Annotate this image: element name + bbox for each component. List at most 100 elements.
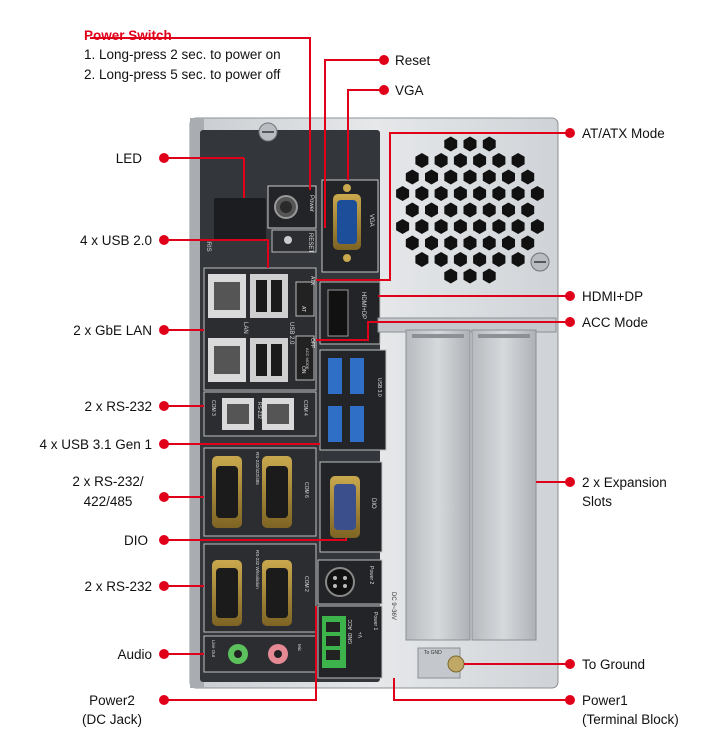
vent-hole xyxy=(434,186,448,201)
callout-dot xyxy=(159,153,169,163)
callout-dot xyxy=(159,492,169,502)
vent-hole xyxy=(463,235,477,251)
lan-usb-block: LAN USB 2.0 ATX AT OFF ON ACC MODE xyxy=(203,267,317,391)
vent-hole xyxy=(444,169,458,185)
vga-connector: VGA xyxy=(321,179,379,273)
vent-hole xyxy=(511,219,525,234)
vent-hole xyxy=(444,136,458,152)
expansion-slots-label-1: 2 x Expansion xyxy=(582,475,667,490)
ground-screw-icon xyxy=(447,655,465,673)
hdmi-dp-block: HDMI+DP xyxy=(319,281,381,345)
callout-dot xyxy=(159,401,169,411)
at-atx-mode-label: AT/ATX Mode xyxy=(582,126,665,141)
vent-hole xyxy=(530,186,544,201)
panel-acc-text: ACC xyxy=(348,619,354,630)
usb3-block: USB 3.0 xyxy=(319,349,387,451)
expansion-slots-label-2: Slots xyxy=(582,494,613,509)
com1-com2-block: RS-232 W/Isolation COM 2 xyxy=(203,543,317,633)
panel-vga-text: VGA xyxy=(368,214,374,227)
callout-dot xyxy=(159,695,169,705)
power-switch-title: Power Switch xyxy=(84,28,172,43)
reset-label: Reset xyxy=(395,53,431,68)
com5-com6-block: RS-232/422/485 COM 6 xyxy=(203,447,317,537)
vent-hole xyxy=(473,153,487,168)
panel-com3-text: COM 3 xyxy=(210,400,216,416)
vent-hole xyxy=(396,186,410,201)
vent-hole xyxy=(521,235,535,251)
panel-rs232-422-485-text: RS-232/422/485 xyxy=(255,452,260,485)
vent-hole xyxy=(453,252,467,267)
vent-hole xyxy=(444,235,458,251)
panel-power1-text: Power 1 xyxy=(372,612,378,631)
vent-hole xyxy=(502,202,515,218)
panel-rs232-text: RS-232 xyxy=(256,402,262,419)
dio-block: DIO xyxy=(319,461,383,553)
rs232-bottom-label: 2 x RS-232 xyxy=(84,579,152,594)
top-screw-icon xyxy=(258,122,278,142)
callout-dot xyxy=(565,695,575,705)
ground-screw: To GND xyxy=(417,647,465,679)
vent-hole xyxy=(425,235,438,251)
panel-lan-text: LAN xyxy=(242,322,248,334)
callout-dot xyxy=(565,128,575,138)
panel-power2-text: Power 2 xyxy=(368,566,374,585)
com3-com4-block: COM 3 RS-232 COM 4 xyxy=(203,391,317,437)
audio-block: Line Out Mic xyxy=(203,635,317,673)
vent-hole xyxy=(492,186,506,201)
vent-hole xyxy=(444,202,458,218)
vent-hole xyxy=(473,252,487,267)
vent-hole xyxy=(463,169,477,185)
usb20-label: 4 x USB 2.0 xyxy=(79,233,152,248)
panel-com4-text: COM 4 xyxy=(302,400,308,416)
vent-hole xyxy=(425,169,438,185)
rs232-top-label: 2 x RS-232 xyxy=(84,399,152,414)
callout-dot xyxy=(379,55,389,65)
vent-hole xyxy=(415,186,429,201)
power-switch-module: Power RESET xyxy=(267,185,317,253)
expansion-slots xyxy=(377,317,557,641)
reset-button-icon xyxy=(284,236,292,244)
callout-dot xyxy=(379,85,389,95)
panel-com6-text: COM 6 xyxy=(303,482,309,498)
callout-dot xyxy=(565,659,575,669)
vent-hole xyxy=(502,235,515,251)
panel-mic-text: Mic xyxy=(297,644,302,652)
panel-atx-text: ATX xyxy=(309,276,315,286)
power2-label-2: (DC Jack) xyxy=(82,712,142,727)
power-switch-note-2: 2. Long-press 5 sec. to power off xyxy=(84,67,281,82)
vent-hole xyxy=(492,252,506,267)
panel-usb20-text: USB 2.0 xyxy=(288,322,294,345)
side-screw-icon xyxy=(530,252,550,272)
dio-label: DIO xyxy=(123,533,148,548)
vent-hole xyxy=(405,235,419,251)
vent-hole xyxy=(492,219,506,234)
vent-hole xyxy=(511,186,525,201)
vent-hole xyxy=(425,202,438,218)
panel-to-gnd-text: To GND xyxy=(424,650,442,656)
callout-dot xyxy=(159,535,169,545)
vent-hole xyxy=(405,169,419,185)
panel-com2-text: COM 2 xyxy=(303,576,309,592)
vent-hole xyxy=(511,252,525,267)
power1-label-2: (Terminal Block) xyxy=(582,712,679,727)
vent-hole xyxy=(434,252,448,267)
panel-acc-mode-text: ACC MODE xyxy=(305,348,310,370)
led-window xyxy=(214,198,266,240)
vent-hole xyxy=(453,153,467,168)
vent-hole xyxy=(434,153,448,168)
callout-dots xyxy=(159,55,575,705)
vent-hole xyxy=(434,219,448,234)
power1-label-1: Power1 xyxy=(582,693,628,708)
panel-at-text: AT xyxy=(300,306,306,312)
vga-label: VGA xyxy=(395,83,424,98)
callout-dot xyxy=(159,235,169,245)
vent-hole xyxy=(521,202,535,218)
vent-hole xyxy=(396,219,410,234)
panel-line-out-text: Line Out xyxy=(211,640,216,658)
callout-dot xyxy=(159,439,169,449)
hdmi-dp-label: HDMI+DP xyxy=(582,289,644,304)
vent-hole xyxy=(473,186,487,201)
panel-iris-text: IRIS xyxy=(205,240,211,252)
